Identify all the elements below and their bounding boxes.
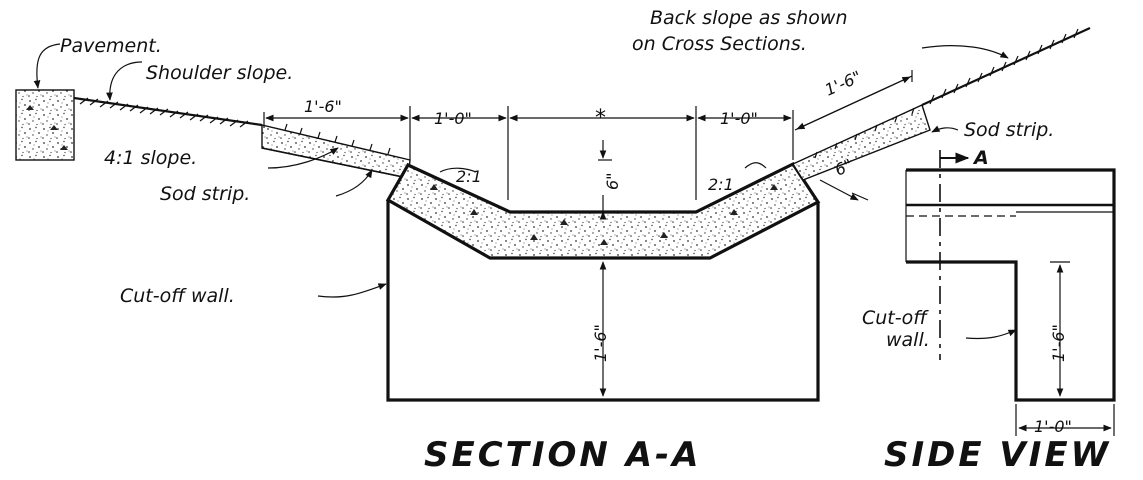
side-view-drawing: [905, 150, 1116, 436]
back-slope-label-line2: on Cross Sections.: [632, 33, 807, 55]
back-slope-label-line1: Back slope as shown: [650, 7, 848, 29]
dim-ratio-left: 2:1: [456, 167, 482, 186]
section-marker-label: A: [972, 147, 989, 169]
sod-strip-right-label: Sod strip.: [964, 119, 1054, 141]
shoulder-ground-line: [73, 96, 263, 128]
leader-lines: [33, 43, 1017, 340]
dim-slab-depth: 6": [603, 172, 622, 190]
dim-side-wall-width: 1'-0": [1034, 417, 1072, 436]
pavement-label: Pavement.: [60, 35, 162, 57]
cutoff-wall-label: Cut-off wall.: [120, 285, 235, 307]
side-cutoff-label-line1: Cut-off: [862, 307, 929, 329]
dim-star: *: [595, 106, 606, 131]
side-cutoff-label-line2: wall.: [886, 329, 930, 351]
cutoff-wall-outline: [386, 200, 820, 402]
dimension-lines: [263, 70, 913, 397]
side-view-title: SIDE VIEW: [884, 435, 1111, 475]
sod-strip-left-label: Sod strip.: [160, 183, 250, 205]
dim-wall-depth: 1'-6": [591, 324, 610, 362]
dim-ratio-right: 2:1: [708, 175, 734, 194]
back-slope-ground-line: [921, 27, 1091, 106]
dim-right-one-foot: 1'-0": [720, 109, 758, 128]
dim-side-wall-depth: 1'-6": [1049, 324, 1068, 362]
dim-left-one-foot: 1'-0": [434, 109, 472, 128]
slope-4-1-label: 4:1 slope.: [104, 147, 197, 169]
dim-right-sod-width: 1'-6": [822, 67, 864, 100]
dim-right-thickness: 6": [832, 155, 856, 179]
dim-left-sod-width: 1'-6": [304, 97, 342, 116]
left-sod-strip: [261, 123, 411, 179]
pavement-block: [15, 89, 75, 161]
slope-line-left: [261, 147, 409, 179]
section-title: SECTION A-A: [424, 435, 701, 475]
shoulder-slope-label: Shoulder slope.: [146, 62, 293, 84]
